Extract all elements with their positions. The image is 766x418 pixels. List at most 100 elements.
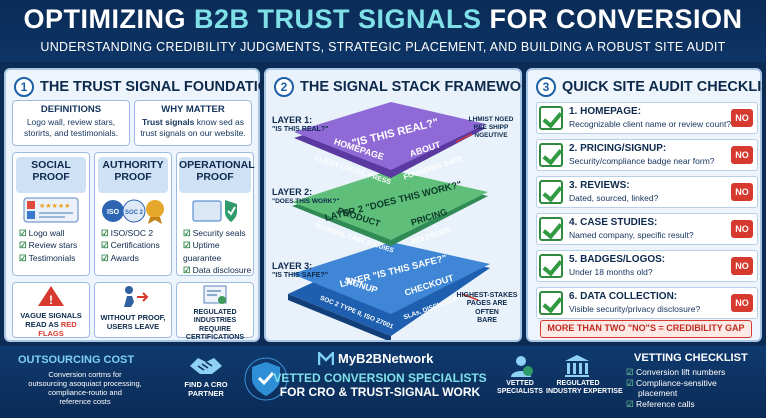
line: "IS THIS SAFE?" bbox=[272, 271, 329, 279]
line: Conversion cortms for bbox=[48, 370, 122, 379]
item-text: ISO/SOC 2 bbox=[110, 228, 154, 238]
vetting-checklist-items: ☑ Conversion lift numbers ☑ Compliance-s… bbox=[626, 367, 725, 410]
item-title: 3. REVIEWS: bbox=[569, 180, 630, 191]
pillar-authority-title: AUTHORITY PROOF bbox=[98, 157, 168, 193]
check-icon: ☑ bbox=[626, 377, 636, 388]
list-item: ☑ Compliance-sensitive bbox=[626, 378, 725, 389]
item-text: Awards bbox=[110, 252, 139, 263]
credibility-gap-banner: MORE THAN TWO "NO"S = CREDIBILITY GAP bbox=[540, 320, 752, 338]
checklist-item-homepage[interactable]: 1. HOMEPAGE:Recognizable client name or … bbox=[536, 102, 758, 134]
line: NGEUTIVE bbox=[474, 131, 508, 139]
check-icon: ☑ bbox=[626, 367, 636, 377]
no-badge[interactable]: NO bbox=[731, 109, 753, 127]
pillar-social-name: SOCIAL PROOF bbox=[31, 159, 71, 183]
checkbox-icon[interactable] bbox=[539, 291, 563, 315]
line: compliance-routio and bbox=[48, 388, 122, 397]
step-number: 3 bbox=[536, 77, 556, 97]
checkbox-icon[interactable] bbox=[539, 254, 563, 278]
list-item: ☑Security seals bbox=[183, 228, 246, 238]
layer1-label: LAYER 1:"IS THIS REAL?" bbox=[272, 115, 329, 134]
item-text: Data disclosure bbox=[192, 264, 252, 275]
no-badge[interactable]: NO bbox=[731, 183, 753, 201]
checklist-item-pricing[interactable]: 2. PRICING/SIGNUP:Security/compliance ba… bbox=[536, 139, 758, 171]
pillar-operational-title: OPERATIONAL PROOF bbox=[179, 157, 255, 193]
list-item: ☑Review stars bbox=[19, 240, 78, 251]
list-item: ☑ Reference calls bbox=[626, 399, 725, 410]
item-text: Review stars bbox=[28, 240, 78, 251]
check-icon: ☑ bbox=[626, 398, 636, 409]
checklist-item-reviews[interactable]: 3. REVIEWS: Dated, sourced, linked? NO bbox=[536, 176, 758, 208]
footer-proof-text: WITHOUT PROOF,USERS LEAVE bbox=[95, 313, 171, 331]
pillar-authority-name: AUTHORITY PROOF bbox=[102, 159, 164, 183]
security-shield-icon bbox=[191, 197, 241, 225]
item-title: 2. PRICING/SIGNUP: bbox=[569, 143, 667, 154]
checkbox-icon[interactable] bbox=[539, 106, 563, 130]
item-text: Testimonials bbox=[28, 252, 76, 263]
line: VETTED bbox=[506, 380, 534, 387]
list-item: ☑Data disclosure bbox=[183, 264, 252, 275]
item-text: placement bbox=[638, 388, 678, 399]
item-title: 5. BADGES/LOGOS: bbox=[569, 254, 666, 265]
regulated-building-icon bbox=[564, 354, 590, 378]
line: "IS THIS REAL?" bbox=[272, 125, 329, 133]
line: BARE bbox=[477, 317, 497, 325]
item-desc: Dated, sourced, linked? bbox=[569, 193, 659, 203]
red-flags-text: RED FLAGS bbox=[38, 320, 77, 338]
vetting-checklist-title: VETTING CHECKLIST bbox=[634, 352, 748, 364]
vetted-specialists-icon bbox=[508, 354, 534, 378]
list-item: ☑ Conversion lift numbers bbox=[626, 367, 725, 378]
checklist-item-case-studies[interactable]: 4. CASE STUDIES:Named company, specific … bbox=[536, 213, 758, 245]
signal-stack-diagram: "IS THIS REAL?" HOMEPAGE ABOUT CLIENT LO… bbox=[288, 102, 490, 340]
pillar-operational-items: ☑Security seals ☑Uptime guarantee ☑Data … bbox=[183, 227, 253, 276]
why-bold: Trust signals bbox=[141, 117, 195, 128]
pillar-social: SOCIAL PROOF ★★★★★ ☑Logo wall ☑Review st… bbox=[12, 152, 90, 276]
item-text: Uptime guarantee bbox=[183, 240, 222, 263]
checkbox-icon[interactable] bbox=[539, 217, 563, 241]
line: outsourcing asoquiact processing, bbox=[28, 379, 142, 388]
checkbox-icon[interactable] bbox=[539, 143, 563, 167]
line: PAGES ARE OFTEN bbox=[466, 300, 508, 316]
list-item: ☑Awards bbox=[101, 252, 139, 263]
list-item: ☑Testimonials bbox=[19, 252, 76, 263]
page-title: OPTIMIZING B2B TRUST SIGNALS FOR CONVERS… bbox=[0, 4, 766, 35]
no-badge[interactable]: NO bbox=[731, 257, 753, 275]
list-item: ☑Logo wall bbox=[19, 228, 65, 238]
checkbox-icon[interactable] bbox=[539, 180, 563, 204]
no-badge[interactable]: NO bbox=[731, 294, 753, 312]
item-desc: Named company, specific result? bbox=[569, 230, 694, 240]
line: HIGHEST-STAKES bbox=[456, 292, 518, 299]
item-title: 6. DATA COLLECTION: bbox=[569, 291, 678, 302]
line: REE SHIPP bbox=[473, 123, 509, 131]
line: LAYER 1: bbox=[272, 115, 313, 125]
iso-badge-label: ISO bbox=[107, 209, 120, 216]
why-rest: know sed as trust signals on our website… bbox=[140, 117, 246, 138]
no-badge[interactable]: NO bbox=[731, 220, 753, 238]
pillar-authority-items: ☑ISO/SOC 2 ☑Certifications ☑Awards bbox=[101, 227, 160, 264]
list-item: ☑ISO/SOC 2 bbox=[101, 228, 154, 238]
layer3-label: LAYER 3:"IS THIS SAFE?" bbox=[272, 261, 329, 280]
warning-icon: ! bbox=[37, 285, 65, 307]
step-number: 1 bbox=[14, 77, 34, 97]
certificate-icon bbox=[203, 285, 229, 307]
checklist-item-data-collection[interactable]: 6. DATA COLLECTION:Visible security/priv… bbox=[536, 287, 758, 319]
item-text: Security seals bbox=[192, 228, 246, 238]
item-title: 1. HOMEPAGE: bbox=[569, 106, 642, 117]
line: INDUSTRIES REQUIRE bbox=[193, 317, 237, 333]
list-item: placement bbox=[626, 388, 725, 399]
line: LAYER 3: bbox=[272, 261, 313, 271]
no-badge[interactable]: NO bbox=[731, 146, 753, 164]
checklist-item-badges[interactable]: 5. BADGES/LOGOS:Under 18 months old?NO bbox=[536, 250, 758, 282]
item-text: Compliance-sensitive bbox=[635, 377, 717, 388]
outsourcing-cost-title: OUTSOURCING COST bbox=[18, 354, 135, 366]
